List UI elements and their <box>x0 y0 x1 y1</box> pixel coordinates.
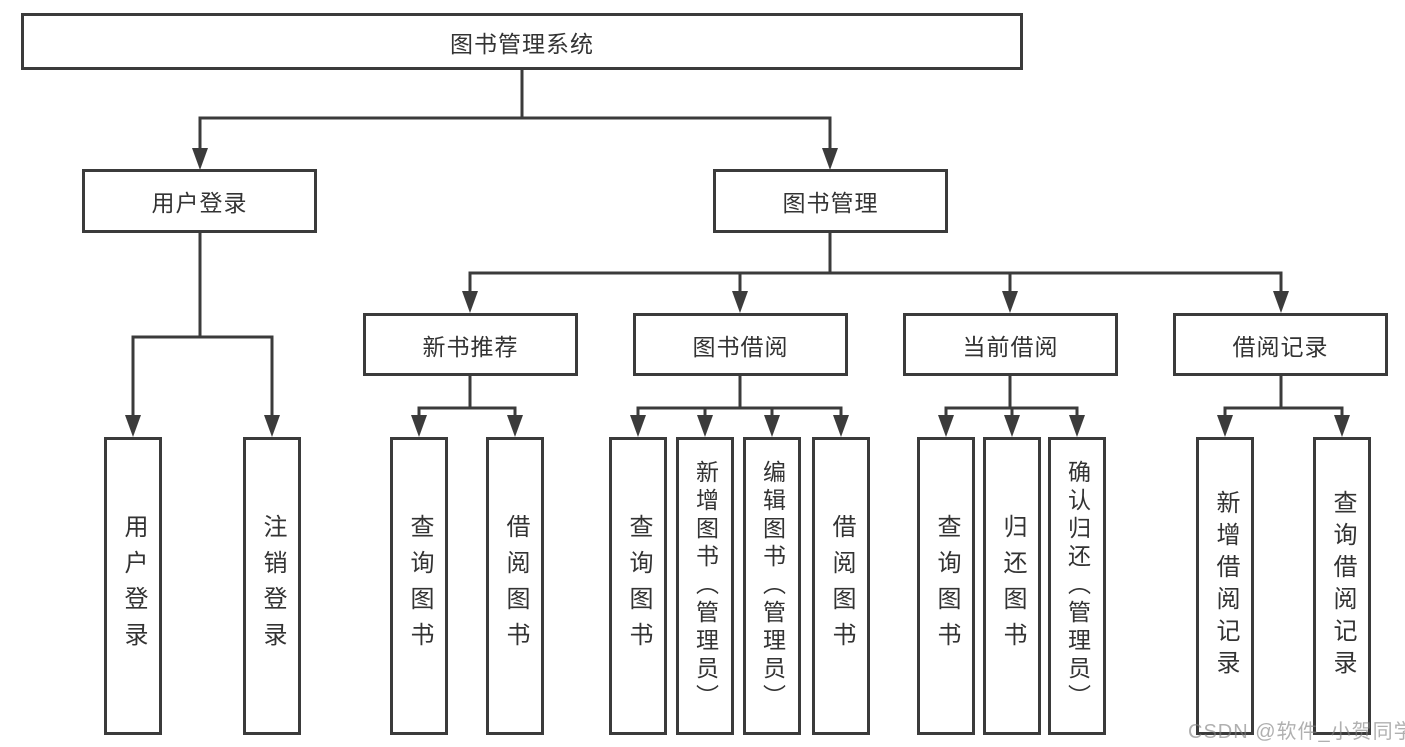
node-new-book-recommendation: 新书推荐 <box>363 313 578 376</box>
node-label: 编辑图书（管理员） <box>759 460 786 712</box>
node-label: 确认归还（管理员） <box>1064 460 1091 712</box>
node-label: 用户登录 <box>120 514 147 658</box>
node-label: 查询借阅记录 <box>1329 490 1356 682</box>
node-label: 归还图书 <box>999 514 1026 658</box>
connector-user-login-group <box>125 232 280 437</box>
node-label: 注销登录 <box>259 514 286 658</box>
node-add-borrow-record: 新增借阅记录 <box>1196 437 1254 735</box>
node-borrowing-records: 借阅记录 <box>1173 313 1388 376</box>
node-label: 当前借阅 <box>962 333 1059 360</box>
node-label: 借阅记录 <box>1232 333 1329 360</box>
node-label: 新增图书（管理员） <box>692 460 719 712</box>
node-label: 图书借阅 <box>692 333 789 360</box>
connector-borrow-record-group <box>1217 375 1350 437</box>
node-label: 用户登录 <box>151 190 248 216</box>
node-query-books-recommend: 查询图书 <box>390 437 448 735</box>
node-edit-books-admin: 编辑图书（管理员） <box>743 437 801 735</box>
node-label: 借阅图书 <box>502 514 529 658</box>
node-user-login: 用户登录 <box>82 169 317 233</box>
connector-book-borrow-group <box>630 375 849 437</box>
node-return-books: 归还图书 <box>983 437 1041 735</box>
node-label: 新增借阅记录 <box>1212 490 1239 682</box>
node-current-borrowing: 当前借阅 <box>903 313 1118 376</box>
connector-level2 <box>462 232 1289 313</box>
node-logout-action: 注销登录 <box>243 437 301 735</box>
node-label: 图书管理系统 <box>450 30 594 57</box>
node-borrow-books-recommend: 借阅图书 <box>486 437 544 735</box>
node-label: 新书推荐 <box>422 333 519 360</box>
connector-new-book-group <box>411 375 523 437</box>
node-user-login-action: 用户登录 <box>104 437 162 735</box>
node-book-management: 图书管理 <box>713 169 948 233</box>
node-book-borrowing: 图书借阅 <box>633 313 848 376</box>
node-query-books-borrow: 查询图书 <box>609 437 667 735</box>
node-label: 图书管理 <box>782 190 879 216</box>
node-label: 查询图书 <box>625 514 652 658</box>
node-label: 查询图书 <box>406 514 433 658</box>
node-query-borrow-record: 查询借阅记录 <box>1313 437 1371 735</box>
connector-current-borrow-group <box>938 375 1085 437</box>
csdn-watermark: CSDN @软件_小贺同学 <box>1188 721 1405 743</box>
connector-level1 <box>192 70 838 170</box>
node-label: 查询图书 <box>933 514 960 658</box>
node-confirm-return-admin: 确认归还（管理员） <box>1048 437 1106 735</box>
node-library-management-system: 图书管理系统 <box>21 13 1023 70</box>
node-add-books-admin: 新增图书（管理员） <box>676 437 734 735</box>
node-label: 借阅图书 <box>828 514 855 658</box>
node-query-books-current: 查询图书 <box>917 437 975 735</box>
node-borrow-books: 借阅图书 <box>812 437 870 735</box>
